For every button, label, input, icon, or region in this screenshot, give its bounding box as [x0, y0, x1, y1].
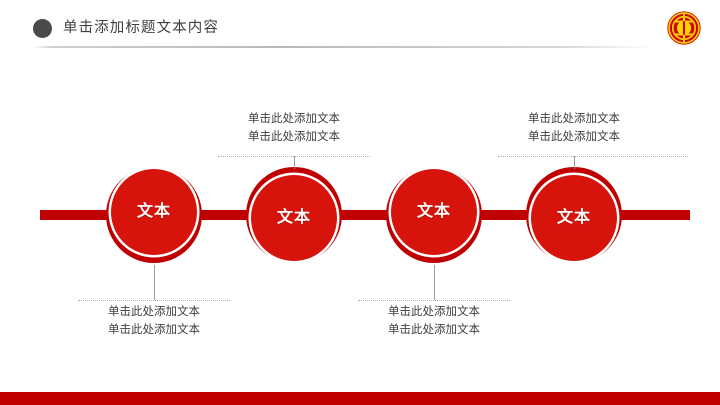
- node-4-connector-stem: [574, 156, 575, 169]
- node-3-connector-stem: [434, 265, 435, 300]
- node-1-connector-stem: [154, 265, 155, 300]
- node-3-label: 文本: [416, 203, 451, 220]
- caption-bottom-right-line-1: 单击此处添加文本: [388, 306, 480, 318]
- node-3-disc: 文本: [391, 169, 477, 255]
- timeline-node-3[interactable]: 文本: [386, 167, 482, 263]
- node-4-label: 文本: [556, 209, 591, 226]
- node-2-label: 文本: [276, 209, 311, 226]
- caption-bottom-left: 单击此处添加文本 单击此处添加文本: [78, 303, 230, 339]
- header-divider: [33, 46, 653, 48]
- node-1-connector-dotline: [78, 300, 230, 301]
- caption-bottom-right: 单击此处添加文本 单击此处添加文本: [358, 303, 510, 339]
- timeline-node-4[interactable]: 文本: [526, 167, 622, 263]
- footer-accent-bar: [0, 392, 720, 405]
- timeline-node-2[interactable]: 文本: [246, 167, 342, 263]
- caption-bottom-left-line-2: 单击此处添加文本: [108, 324, 200, 336]
- caption-top-right-line-1: 单击此处添加文本: [528, 113, 620, 125]
- node-1-label: 文本: [136, 203, 171, 220]
- timeline-rail: [40, 210, 690, 220]
- node-3-connector-dotline: [358, 300, 510, 301]
- caption-top-left-line-2: 单击此处添加文本: [248, 131, 340, 143]
- caption-bottom-right-line-2: 单击此处添加文本: [388, 324, 480, 336]
- node-2-connector-stem: [294, 156, 295, 169]
- page-title: 单击添加标题文本内容: [63, 20, 219, 36]
- caption-top-right-line-2: 单击此处添加文本: [528, 131, 620, 143]
- node-1-disc: 文本: [111, 169, 197, 255]
- chinese-trade-union-emblem-icon: [667, 11, 701, 45]
- node-4-connector-dotline: [498, 156, 688, 157]
- caption-top-right: 单击此处添加文本 单击此处添加文本: [498, 110, 650, 146]
- caption-top-left-line-1: 单击此处添加文本: [248, 113, 340, 125]
- header-bullet-icon: [33, 19, 52, 38]
- timeline-node-1[interactable]: 文本: [106, 167, 202, 263]
- caption-bottom-left-line-1: 单击此处添加文本: [108, 306, 200, 318]
- node-2-disc: 文本: [251, 175, 337, 261]
- caption-top-left: 单击此处添加文本 单击此处添加文本: [218, 110, 370, 146]
- node-4-disc: 文本: [531, 175, 617, 261]
- node-2-connector-dotline: [218, 156, 370, 157]
